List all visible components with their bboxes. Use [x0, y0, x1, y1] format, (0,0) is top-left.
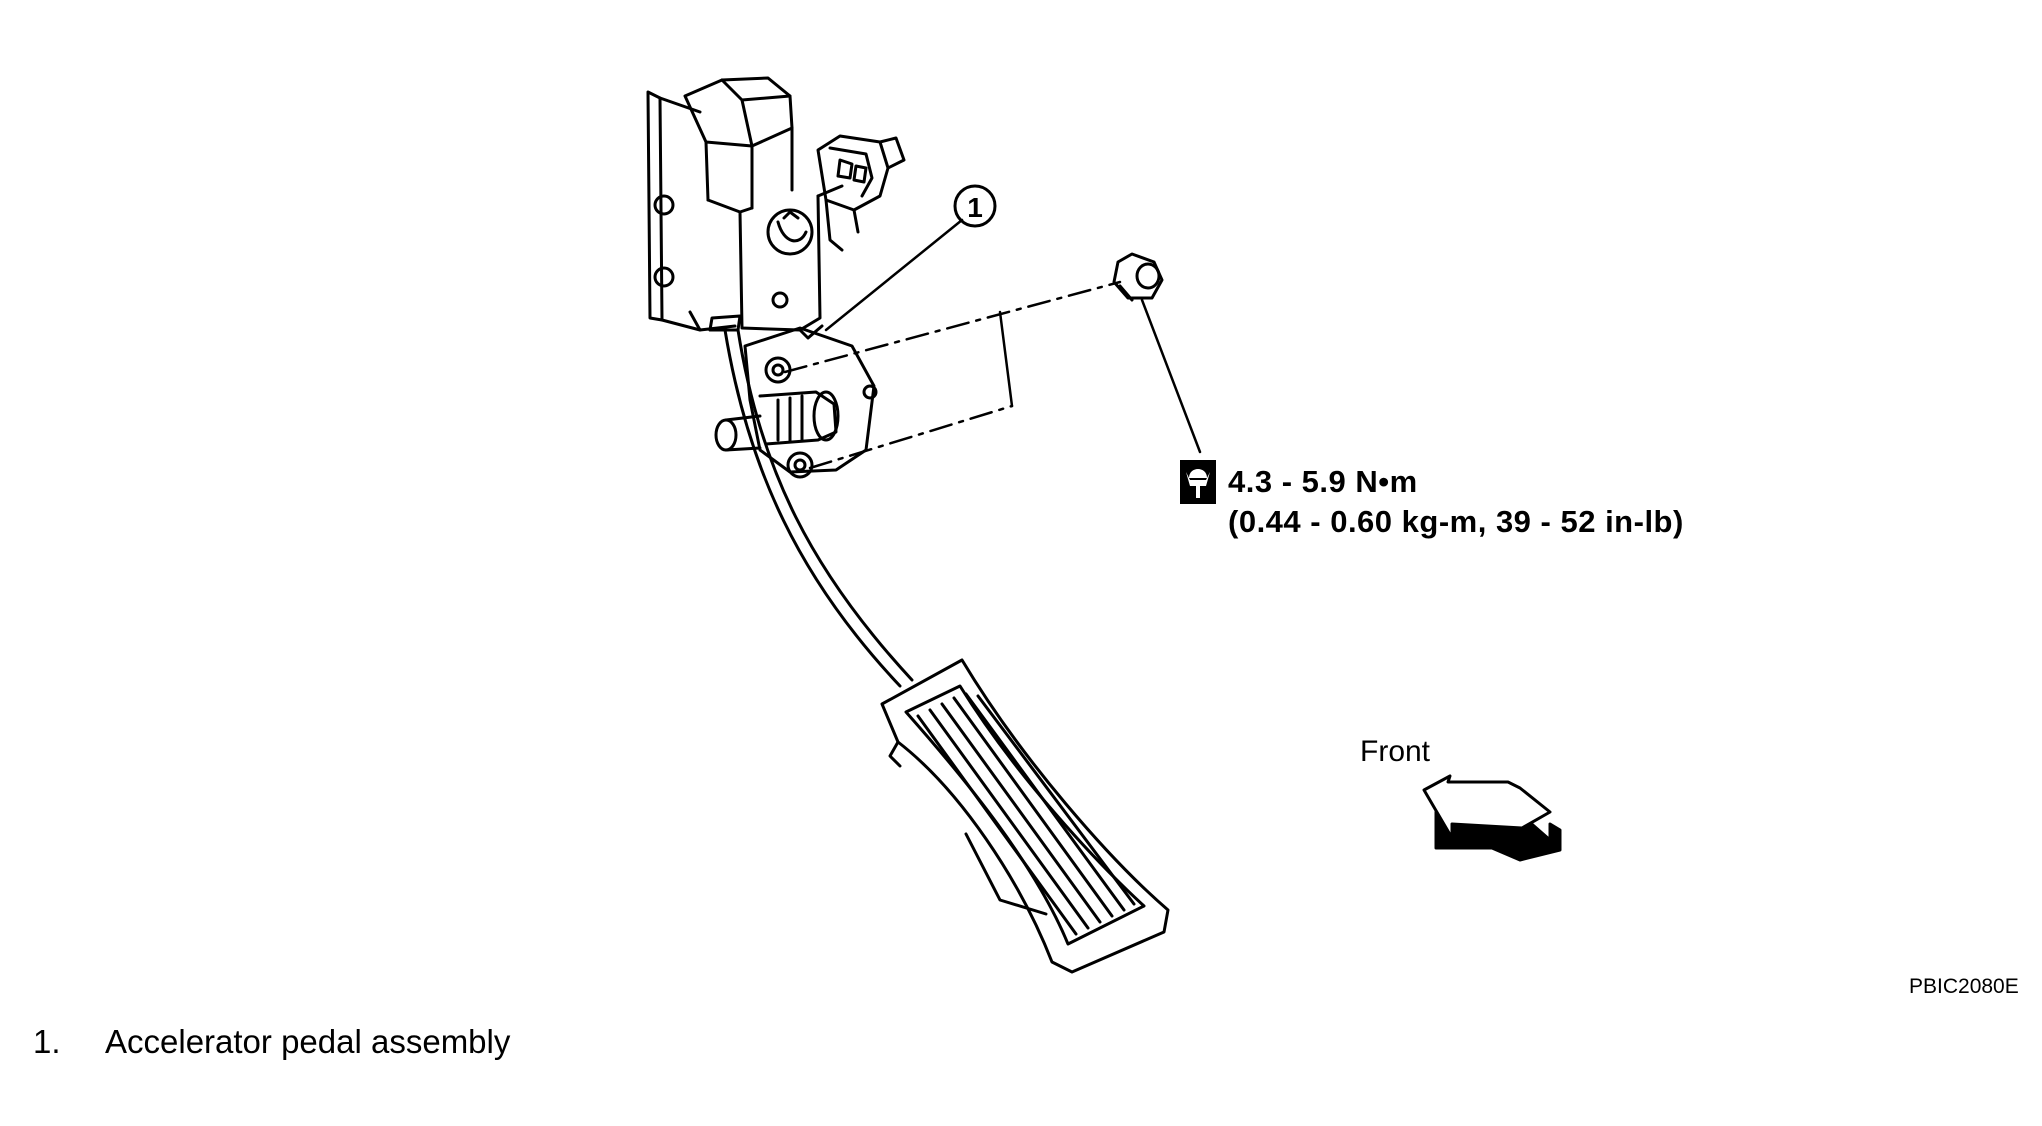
nut-attachment-guide — [783, 280, 1122, 470]
electrical-connector — [816, 134, 906, 252]
torque-wrench-icon — [1180, 460, 1216, 504]
callout-circle — [953, 184, 997, 228]
torque-value-alternate: (0.44 - 0.60 kg-m, 39 - 52 in-lb) — [1228, 504, 1684, 539]
pedal-arm — [708, 314, 914, 688]
legend: 1. Accelerator pedal assembly — [33, 1023, 510, 1061]
torque-value-metric: 4.3 - 5.9 N•m — [1228, 464, 1418, 499]
legend-item-label: Accelerator pedal assembly — [105, 1023, 511, 1060]
legend-item: 1. Accelerator pedal assembly — [33, 1023, 510, 1061]
callout-number: 1 — [967, 192, 983, 223]
torque-specification: 4.3 - 5.9 N•m (0.44 - 0.60 kg-m, 39 - 52… — [1228, 462, 1684, 542]
pedal-sensor-housing — [683, 76, 844, 340]
front-label: Front — [1360, 735, 1431, 768]
flange-nut — [1112, 252, 1164, 302]
torque-leader-line — [1140, 298, 1202, 454]
mounting-bracket — [646, 90, 737, 332]
callout-leader-line — [824, 218, 964, 332]
legend-item-number: 1. — [33, 1023, 61, 1060]
front-direction-arrow-icon — [1422, 774, 1562, 862]
pedal-pad — [880, 658, 1170, 974]
figure-code: PBIC2080E — [1909, 975, 2019, 998]
